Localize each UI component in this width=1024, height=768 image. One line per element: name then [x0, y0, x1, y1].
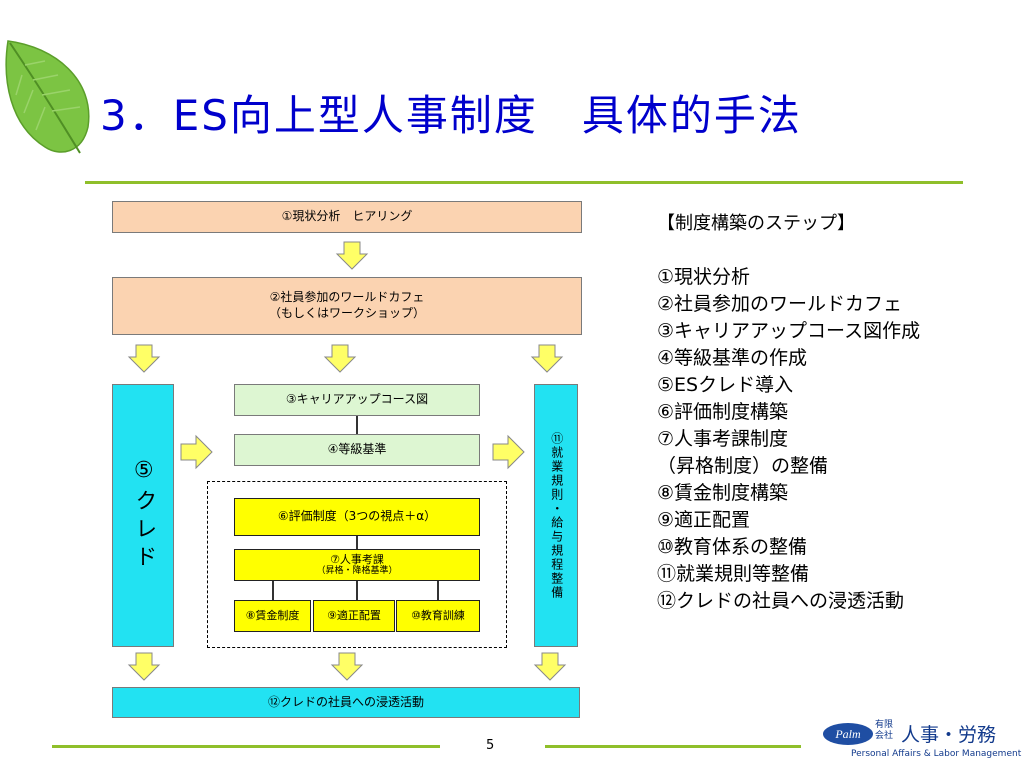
steps-item: ⑪就業規則等整備: [657, 563, 810, 585]
steps-item: ⑥評価制度構築: [657, 401, 789, 423]
step6-box: ⑥評価制度（3つの視点＋α）: [234, 498, 480, 536]
step10-label: ⑩教育訓練: [411, 608, 465, 622]
steps-item: ④等級基準の作成: [657, 347, 808, 369]
step5-label: ⑤クレド: [131, 458, 157, 573]
steps-item: ②社員参加のワールドカフェ: [657, 293, 903, 315]
palm-logo-icon: Palm: [823, 723, 873, 745]
connector: [356, 416, 358, 434]
logo-kk-line2: 会社: [875, 731, 894, 741]
step12-label: ⑫クレドの社員への浸透活動: [267, 694, 424, 709]
steps-item: ⑩教育体系の整備: [657, 536, 808, 558]
down-arrow-icon: [530, 344, 564, 373]
connector: [437, 581, 439, 600]
page-title: 3．ES向上型人事制度 具体的手法: [100, 91, 802, 140]
step7-label-line1: ⑦人事考課: [330, 552, 384, 566]
logo-kk-line1: 有限: [875, 720, 894, 730]
right-arrow-icon: [180, 434, 213, 470]
logo-mark: Palm: [834, 727, 861, 741]
step9-label: ⑨適正配置: [327, 608, 381, 622]
step5-box: ⑤クレド: [112, 384, 174, 647]
connector: [356, 581, 358, 600]
page-number: 5: [486, 738, 495, 753]
footer-divider-left: [52, 745, 440, 748]
connector: [356, 536, 358, 549]
step11-box: ⑪就業規則・給与規程整備: [534, 384, 578, 647]
footer-divider-right: [545, 745, 801, 748]
step10-box: ⑩教育訓練: [396, 600, 480, 632]
step2-label-line2: （もしくはワークショップ）: [268, 306, 425, 320]
down-arrow-icon: [323, 344, 357, 373]
logo-name: 人事・労務: [901, 724, 997, 746]
step1-box: ①現状分析 ヒアリング: [112, 201, 582, 233]
step12-box: ⑫クレドの社員への浸透活動: [112, 687, 580, 718]
steps-item: ⑦人事考課制度: [657, 428, 789, 450]
evaluation-group: [207, 481, 507, 648]
steps-item: ⑧賃金制度構築: [657, 482, 789, 504]
step6-label: ⑥評価制度（3つの視点＋α）: [277, 509, 437, 524]
down-arrow-icon: [330, 652, 364, 681]
steps-item: （昇格制度）の整備: [657, 455, 829, 477]
leaf-icon: [5, 40, 90, 154]
steps-item: ⑫クレドの社員への浸透活動: [657, 590, 905, 612]
step4-label: ④等級基準: [327, 442, 387, 457]
steps-item: ⑤ESクレド導入: [657, 374, 794, 396]
step8-box: ⑧賃金制度: [234, 600, 311, 632]
right-arrow-icon: [492, 434, 525, 470]
top-divider: [85, 181, 963, 184]
down-arrow-icon: [533, 652, 567, 681]
step3-box: ③キャリアアップコース図: [234, 384, 480, 416]
step9-box: ⑨適正配置: [313, 600, 395, 632]
step2-box: ②社員参加のワールドカフェ （もしくはワークショップ）: [112, 277, 582, 335]
steps-panel: 【制度構築のステップ】 ①現状分析 ②社員参加のワールドカフェ ③キャリアアップ…: [657, 210, 920, 615]
steps-item: ③キャリアアップコース図作成: [657, 320, 921, 342]
connector: [272, 581, 274, 600]
steps-heading: 【制度構築のステップ】: [657, 213, 855, 234]
steps-item: ①現状分析: [657, 266, 751, 288]
logo-company-type: 有限 会社: [875, 720, 893, 742]
step1-label: ①現状分析 ヒアリング: [281, 209, 413, 224]
step7-box: ⑦人事考課 （昇格・降格基準）: [234, 549, 480, 581]
spacer: [657, 237, 920, 264]
step8-label: ⑧賃金制度: [245, 608, 300, 622]
down-arrow-icon: [127, 344, 161, 373]
steps-item: ⑨適正配置: [657, 509, 751, 531]
step2-label-line1: ②社員参加のワールドカフェ: [269, 290, 425, 305]
down-arrow-icon: [335, 241, 369, 270]
step7-label-line2: （昇格・降格基準）: [316, 566, 398, 577]
down-arrow-icon: [127, 652, 161, 681]
step4-box: ④等級基準: [234, 434, 480, 466]
step3-label: ③キャリアアップコース図: [285, 392, 429, 407]
logo-subtitle: Personal Affairs & Labor Management co.,…: [851, 749, 1024, 759]
step11-label: ⑪就業規則・給与規程整備: [549, 431, 564, 600]
